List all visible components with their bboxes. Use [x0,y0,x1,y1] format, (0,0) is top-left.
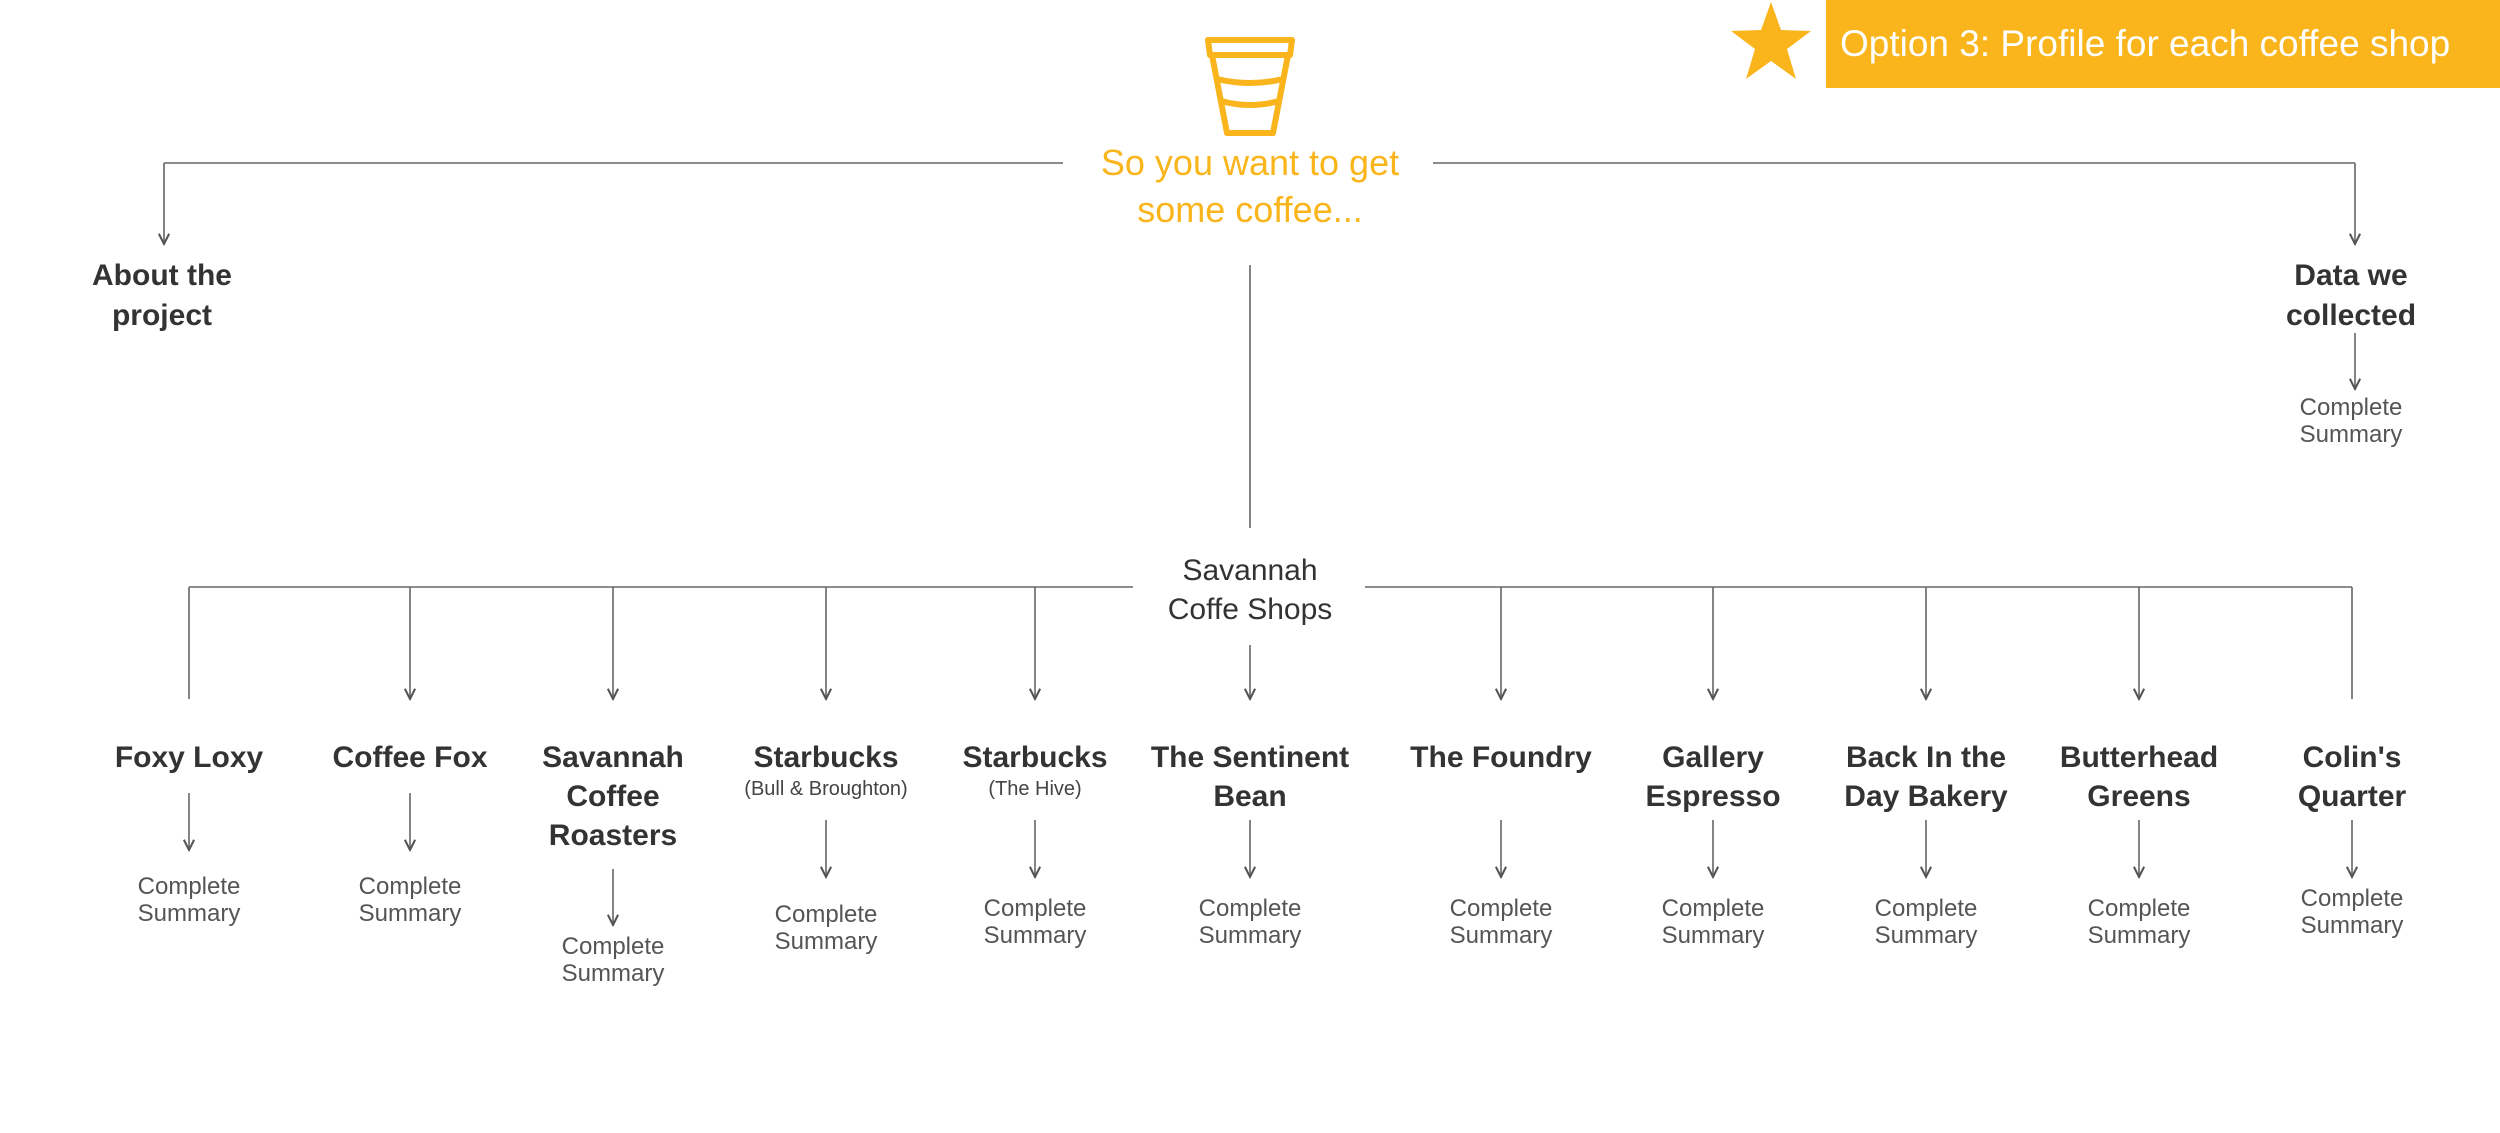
shop-name-line: Butterhead [2059,741,2219,774]
shop-name-line: Gallery [1662,741,1764,774]
shop-node-the-foundry: The Foundry [1410,738,1592,777]
shop-subtitle: (The Hive) [988,778,1082,800]
summary-foxy-loxy: Complete Summary [138,873,241,927]
savannah-coffee-shops-node: Savannah Coffe Shops [1168,551,1333,629]
summary-line: Summary [2087,922,2191,949]
data-summary-line1: Complete [2299,394,2403,421]
summary-colins-quarter: Complete Summary [2301,885,2404,939]
option-banner: Option 3: Profile for each coffee shop [1826,0,2500,88]
hub-line2: Coffe Shops [1167,593,1333,626]
shop-node-coffee-fox: Coffee Fox [332,738,487,777]
shop-node-starbucks-the-hive: Starbucks (The Hive) [962,738,1107,801]
shop-node-colins-quarter: Colin's Quarter [2298,738,2406,816]
shop-name-line: Roasters [548,819,678,852]
star-icon [1731,2,1811,79]
shop-name-line: Espresso [1645,780,1781,813]
shop-node-foxy-loxy: Foxy Loxy [115,738,263,777]
summary-line: Summary [983,922,1087,949]
summary-line: Summary [2300,912,2404,939]
shop-name-line: Day Bakery [1844,780,2008,813]
shop-node-back-in-the-day-bakery: Back In the Day Bakery [1844,738,2007,816]
shop-node-butterhead-greens: Butterhead Greens [2060,738,2218,816]
summary-line: Complete [1198,895,1302,922]
option-label: Option 3: Profile for each coffee shop [1840,23,2451,64]
shop-name-line: Quarter [2297,780,2407,813]
shop-name-line: The Sentinent [1150,741,1350,774]
shop-name-line: Greens [2087,780,2191,813]
summary-the-foundry: Complete Summary [1450,895,1553,949]
shop-subtitle: (Bull & Broughton) [744,778,908,800]
shop-name-line: Foxy Loxy [114,741,264,774]
summary-gallery-espresso: Complete Summary [1662,895,1765,949]
root-title-line1: So you want to get [1100,142,1400,183]
shop-name-line: Starbucks [753,741,899,774]
shop-node-savannah-coffee-roasters: Savannah Coffee Roasters [542,738,684,855]
shop-node-gallery-espresso: Gallery Espresso [1645,738,1780,816]
shop-name-line: Bean [1213,780,1287,813]
summary-the-sentinent-bean: Complete Summary [1199,895,1302,949]
shop-name-line: Back In the [1845,741,2007,774]
summary-line: Summary [1449,922,1553,949]
summary-line: Complete [561,933,665,960]
summary-line: Summary [774,928,878,955]
data-summary-line2: Summary [2299,421,2403,448]
data-line1: Data we [2294,259,2408,292]
summary-line: Summary [1874,922,1978,949]
shop-node-starbucks-bull-broughton: Starbucks (Bull & Broughton) [744,738,907,801]
summary-line: Complete [1449,895,1553,922]
shop-name-line: Coffee [566,780,660,813]
summary-savannah-coffee-roasters: Complete Summary [562,933,665,987]
summary-line: Summary [358,900,462,927]
data-complete-summary: Complete Summary [2300,394,2403,448]
summary-line: Complete [358,873,462,900]
data-collected-node: Data we collected [2286,256,2416,336]
summary-coffee-fox: Complete Summary [359,873,462,927]
summary-line: Summary [561,960,665,987]
coffee-cup-icon [1205,37,1295,136]
hub-line1: Savannah [1182,554,1318,587]
root-title: So you want to get some coffee... [1101,139,1399,233]
summary-butterhead-greens: Complete Summary [2088,895,2191,949]
summary-starbucks-the-hive: Complete Summary [984,895,1087,949]
summary-line: Complete [983,895,1087,922]
summary-back-in-the-day-bakery: Complete Summary [1875,895,1978,949]
summary-line: Summary [1661,922,1765,949]
root-title-line2: some coffee... [1137,189,1363,230]
shop-name-line: Savannah [542,741,684,774]
summary-line: Complete [1874,895,1978,922]
summary-line: Summary [137,900,241,927]
shop-name-line: Coffee Fox [332,741,488,774]
summary-line: Summary [1198,922,1302,949]
data-line2: collected [2285,299,2417,332]
shop-name-line: The Foundry [1410,741,1592,774]
about-line1: About the [92,259,232,292]
shop-name-line: Colin's [2302,741,2402,774]
summary-starbucks-bull-broughton: Complete Summary [775,901,878,955]
summary-line: Complete [774,901,878,928]
about-line2: project [111,299,213,332]
shop-node-the-sentinent-bean: The Sentinent Bean [1151,738,1349,816]
summary-line: Complete [1661,895,1765,922]
summary-line: Complete [137,873,241,900]
summary-line: Complete [2087,895,2191,922]
summary-line: Complete [2300,885,2404,912]
shop-name-line: Starbucks [962,741,1108,774]
about-project-node: About the project [92,256,232,336]
